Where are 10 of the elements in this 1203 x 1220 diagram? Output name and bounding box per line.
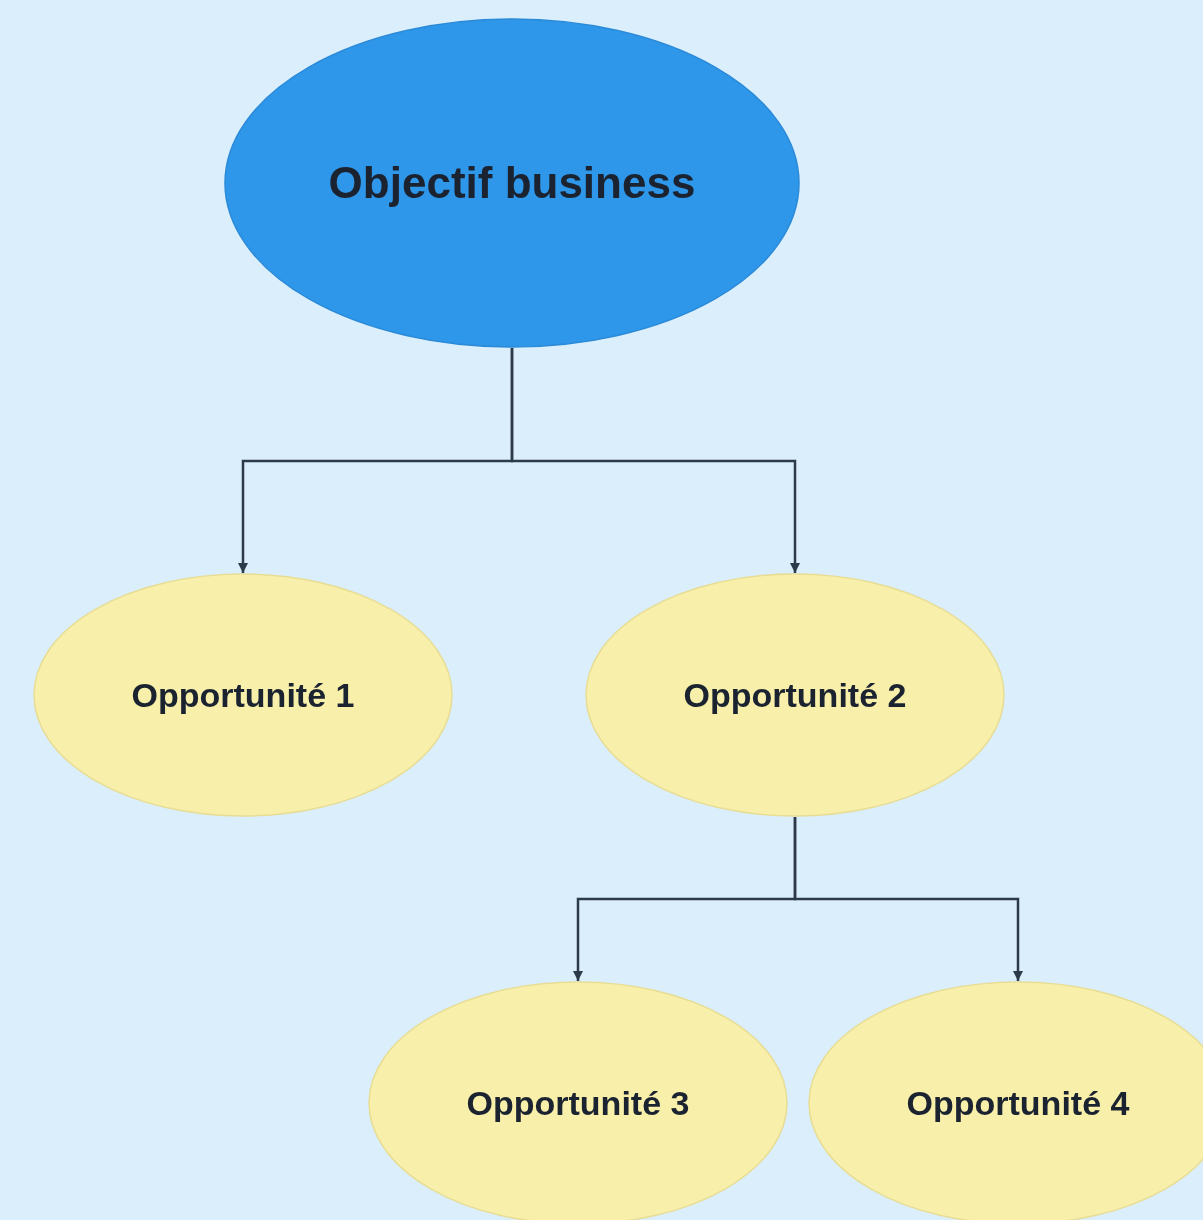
ellipse-node xyxy=(224,18,800,348)
ellipse-node xyxy=(585,573,1005,817)
node-label: Opportunité 4 xyxy=(906,1083,1130,1123)
node-label: Opportunité 2 xyxy=(683,675,907,715)
node-label: Opportunité 3 xyxy=(466,1083,690,1123)
connector-arrow xyxy=(793,817,1023,981)
connector-arrow xyxy=(510,348,800,573)
node-label: Opportunité 1 xyxy=(131,675,355,715)
node-label: Objectif business xyxy=(328,158,696,208)
ellipse-node xyxy=(33,573,453,817)
